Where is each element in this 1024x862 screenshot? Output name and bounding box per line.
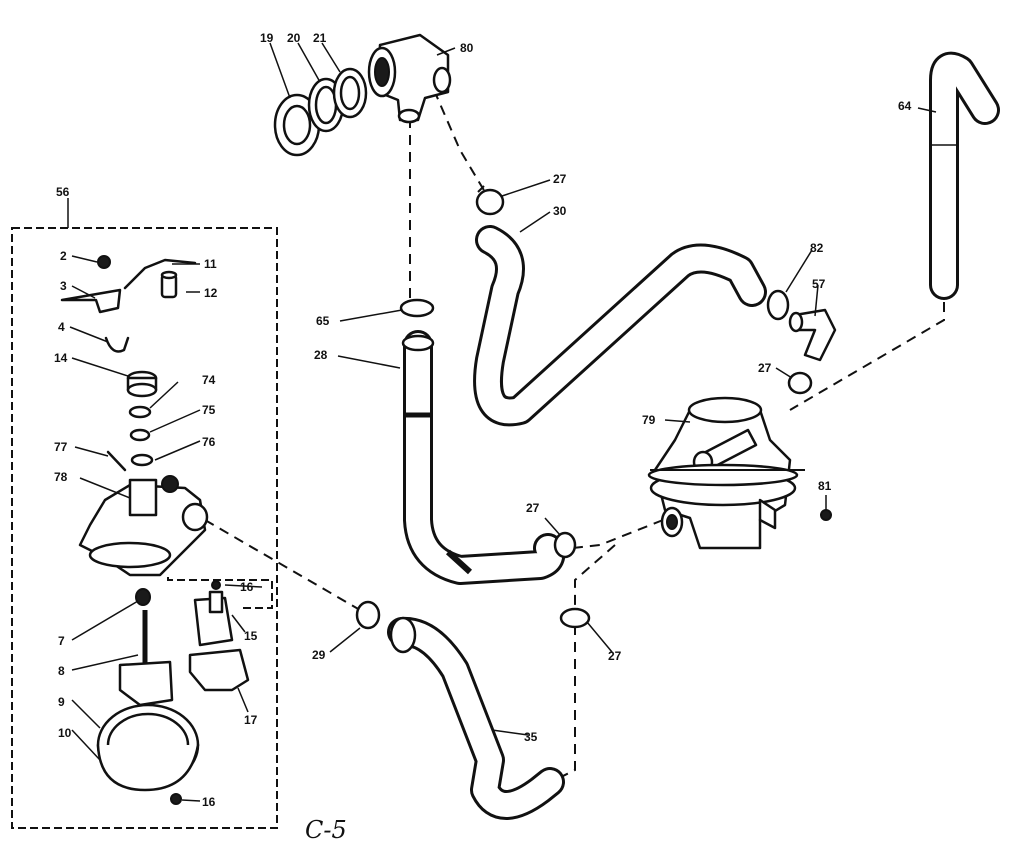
callout-8: 8: [58, 664, 65, 678]
callout-82: 82: [810, 241, 824, 255]
callout-2: 2: [60, 249, 67, 263]
nut-2: [97, 255, 111, 269]
page-mark: C-5: [305, 816, 347, 844]
clamp-65: [399, 298, 435, 318]
callout-78: 78: [54, 470, 68, 484]
callout-16-bottom: 16: [202, 795, 216, 809]
callout-77: 77: [54, 440, 68, 454]
hose-35: [387, 616, 565, 820]
lever-3: [60, 288, 122, 314]
callout-27-bottom: 27: [608, 649, 622, 663]
screw-16-bottom: [170, 793, 182, 805]
drain-hose-30: [473, 225, 767, 427]
callout-74: 74: [202, 373, 216, 387]
callout-57: 57: [812, 277, 826, 291]
callout-20: 20: [287, 31, 301, 45]
callout-14: 14: [54, 351, 68, 365]
screw-81: [820, 495, 832, 521]
callout-9: 9: [58, 695, 65, 709]
switch-15: [193, 580, 234, 647]
spring-77: [106, 450, 127, 472]
callout-64: 64: [898, 99, 912, 113]
washers-74-75-76: [128, 405, 154, 467]
leader-lines: [69, 42, 937, 802]
hose-clamp-29: [355, 600, 381, 630]
callout-79: 79: [642, 413, 656, 427]
callout-12: 12: [204, 286, 218, 300]
cap-7: [135, 588, 151, 606]
callout-56: 56: [56, 185, 70, 199]
hose-28: [401, 330, 566, 585]
callout-27-top: 27: [553, 172, 567, 186]
sleeve-12: [160, 270, 178, 299]
callout-81: 81: [818, 479, 832, 493]
pump-body-78: [78, 475, 209, 577]
callout-21: 21: [313, 31, 327, 45]
spring-clip-4: [104, 336, 130, 353]
callout-76: 76: [202, 435, 216, 449]
elbow-fitting-80: [367, 33, 452, 124]
wire-11: [123, 258, 197, 290]
callout-10: 10: [58, 726, 72, 740]
callout-80: 80: [460, 41, 474, 55]
assembly-dash-lines: [204, 89, 945, 781]
callout-65: 65: [316, 314, 330, 328]
hose-clamp-27-right: [787, 371, 813, 395]
callout-11: 11: [204, 257, 217, 271]
pump-housing-79: [647, 396, 805, 550]
bracket-17: [188, 648, 250, 692]
cover-10: [96, 743, 200, 792]
callout-75: 75: [202, 403, 216, 417]
callout-16-top: 16: [240, 580, 254, 594]
hose-clamp-82: [766, 289, 790, 321]
callout-29: 29: [312, 648, 326, 662]
callout-35: 35: [524, 730, 538, 744]
callout-15: 15: [244, 629, 258, 643]
callout-28: 28: [314, 348, 328, 362]
callout-17: 17: [244, 713, 258, 727]
callout-30: 30: [553, 204, 567, 218]
hose-clamp-27-top: [475, 185, 505, 216]
hose-clamp-27-bottom: [559, 607, 591, 629]
callout-27-mid: 27: [526, 501, 540, 515]
callout-27-right: 27: [758, 361, 772, 375]
callout-3: 3: [60, 279, 67, 293]
hose-clamp-27-mid: [553, 531, 577, 559]
impeller-shaft-8: [118, 610, 174, 707]
callout-labels: 19 20 21 80 64 56 27 30 82 57 27 2 11 3 …: [54, 31, 912, 809]
callout-19: 19: [260, 31, 274, 45]
callout-4: 4: [58, 320, 65, 334]
standpipe-hose-64: [929, 51, 1000, 300]
pump-assembly-frame: [11, 227, 278, 829]
callout-7: 7: [58, 634, 65, 648]
seal-rings-group: [273, 67, 368, 157]
pulley-14: [126, 370, 158, 398]
